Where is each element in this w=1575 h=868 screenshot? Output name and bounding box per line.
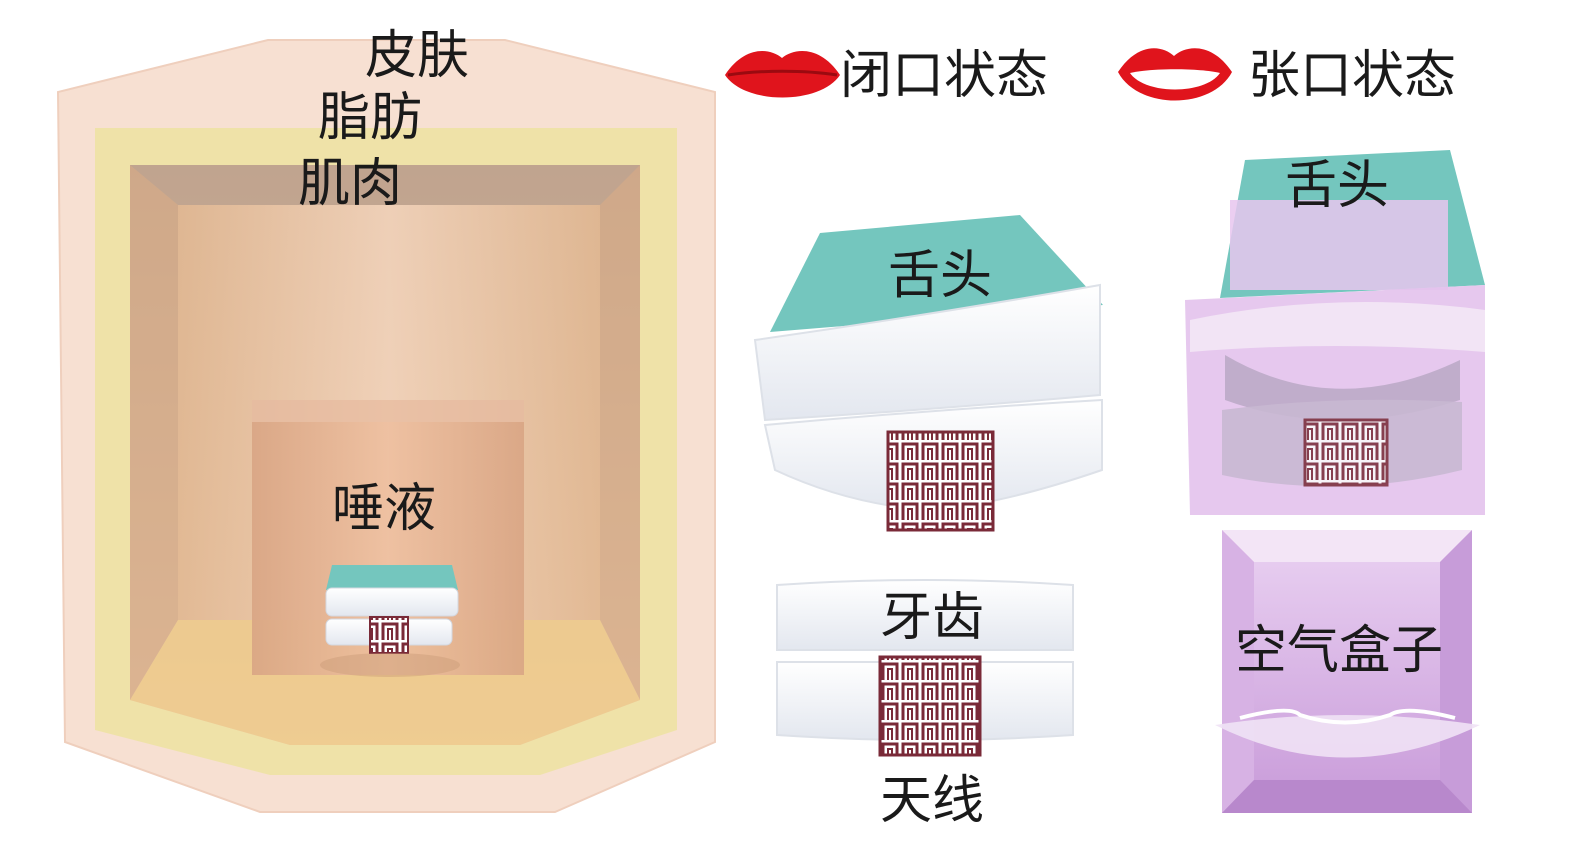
- antenna-label: 天线: [880, 771, 985, 831]
- open-mouth-model: [1185, 150, 1485, 515]
- teeth-antenna-detail: [776, 579, 1074, 757]
- closed-lips-icon: [725, 51, 840, 98]
- open-lips-icon: [1118, 48, 1232, 101]
- antenna-detail: [878, 655, 982, 757]
- head-layers-model: [56, 39, 716, 813]
- closed-state-label: 闭口状态: [840, 46, 1049, 106]
- open-tongue-label: 舌头: [1285, 156, 1390, 216]
- closed-tongue-label: 舌头: [888, 246, 993, 306]
- air-box: [1215, 530, 1480, 813]
- open-antenna: [1303, 418, 1389, 487]
- mini-mouth-model: [320, 565, 460, 677]
- skin-label: 皮肤: [365, 26, 470, 86]
- closed-mouth-model: [753, 215, 1103, 532]
- muscle-label: 肌肉: [298, 154, 403, 214]
- saliva-label: 唾液: [332, 479, 437, 539]
- air-box-label: 空气盒子: [1235, 621, 1444, 681]
- fat-label: 脂肪: [318, 88, 423, 148]
- teeth-label: 牙齿: [880, 588, 985, 648]
- closed-antenna: [886, 430, 995, 532]
- closed-upper-teeth: [753, 283, 1101, 422]
- open-state-label: 张口状态: [1248, 46, 1457, 106]
